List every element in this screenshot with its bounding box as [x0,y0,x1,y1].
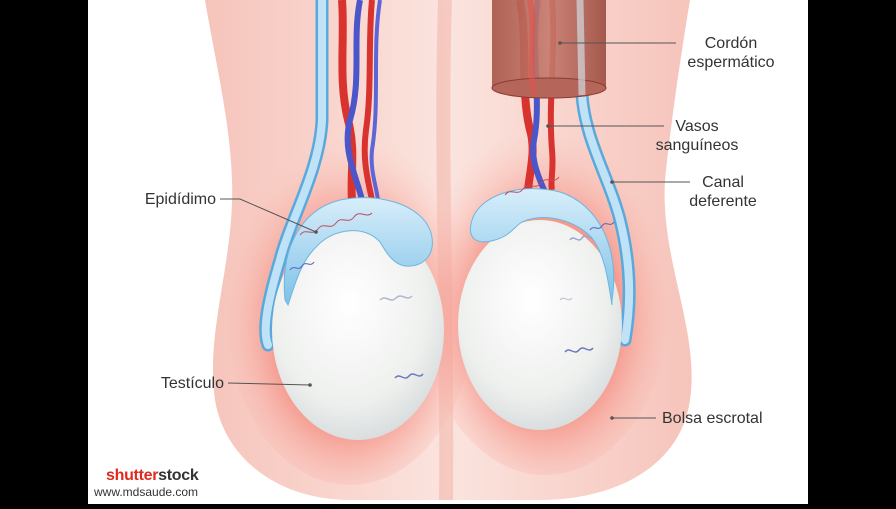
leader-bolsa-dot [610,416,614,420]
brand-right: stock [158,467,199,484]
leader-testiculo [227,382,311,386]
leader-testiculo-dot [308,383,312,387]
leader-canal-dot [610,180,614,184]
label-testiculo: Testículo [160,375,224,392]
leader-cordon-dot [558,41,562,45]
sheath-vessel-shadow [527,0,537,96]
label-canal-line2: deferente [689,193,757,210]
right-testis-texture-2 [559,297,573,301]
left-epididymis-vessels-2 [289,261,315,271]
left-vein [344,0,365,201]
shutterstock-logo: shutterstock [106,467,199,485]
right-epididymis-vessels-2 [589,221,615,231]
left-vein-2 [369,0,382,201]
spermatic-cord-sheath-rim [491,77,607,99]
label-cordon-espermatico: Cordón espermático [676,34,786,72]
label-vasos-sanguineos: Vasos sanguíneos [642,117,752,155]
leader-vasos-dot [546,124,550,128]
leader-epididimo [220,198,317,233]
left-epididymis-vessels [299,212,373,236]
spermatic-cord-sheath [492,0,606,88]
leader-epididimo-dot [314,230,318,234]
site-watermark: www.mdsaude.com [94,485,199,499]
right-testis [458,220,622,430]
right-testis-texture [569,235,595,241]
label-canal-line1: Canal [702,174,744,191]
left-vas-deferens [261,0,326,349]
left-epididymis [283,197,433,307]
label-vasos-line1: Vasos [675,118,719,135]
label-epididimo: Epidídimo [144,191,216,208]
brand-left: shutter [106,467,159,484]
right-epididymis-vessels [504,176,560,196]
label-canal-deferente: Canal deferente [668,173,778,211]
label-bolsa-escrotal: Bolsa escrotal [662,410,763,427]
sheath-vas-shadow [576,0,586,96]
right-testis-vessel [564,347,594,353]
label-cordon-line1: Cordón [704,35,758,52]
label-cordon-line2: espermático [687,54,775,71]
left-testis-vessel [394,373,424,379]
right-vas-deferens [578,91,634,344]
right-epididymis [470,188,615,306]
left-testis-texture [379,295,413,301]
left-testis [272,220,444,440]
left-artery-2 [361,0,375,201]
label-vasos-line2: sanguíneos [655,137,739,154]
